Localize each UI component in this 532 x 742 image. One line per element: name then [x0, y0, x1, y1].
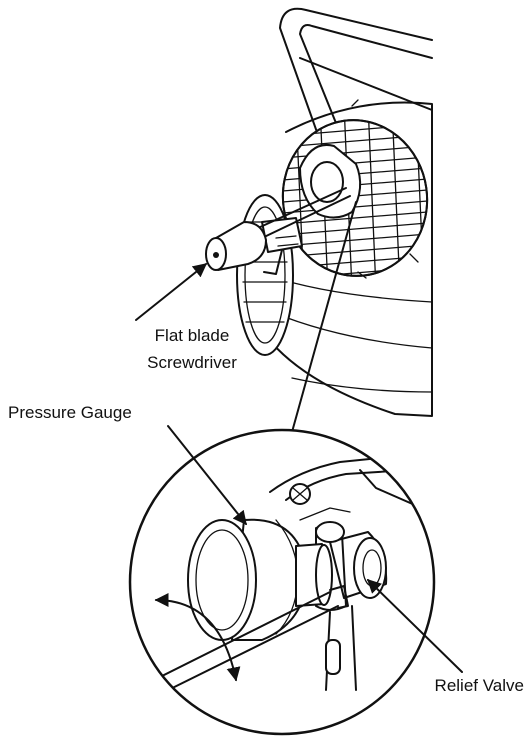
pressure-gauge-leader: [167, 425, 247, 526]
label-screwdriver-line1: Flat blade: [155, 326, 230, 345]
heater-handle: [279, 7, 433, 136]
curved-double-arrow-icon: [154, 593, 241, 682]
label-relief-valve: Relief Valve: [435, 676, 524, 695]
detail-view: [128, 428, 436, 736]
screwdriver-leader: [135, 263, 208, 321]
front-grille: [272, 99, 438, 286]
pump-assembly: [205, 187, 351, 275]
heater-illustration: [205, 7, 438, 417]
detail-leader-line: [291, 201, 357, 433]
label-screwdriver-line2: Screwdriver: [147, 353, 237, 372]
heater-body: [265, 101, 433, 417]
relief-valve-leader: [366, 579, 463, 673]
screwdriver-shaft: [257, 187, 347, 229]
label-pressure-gauge: Pressure Gauge: [8, 403, 132, 422]
